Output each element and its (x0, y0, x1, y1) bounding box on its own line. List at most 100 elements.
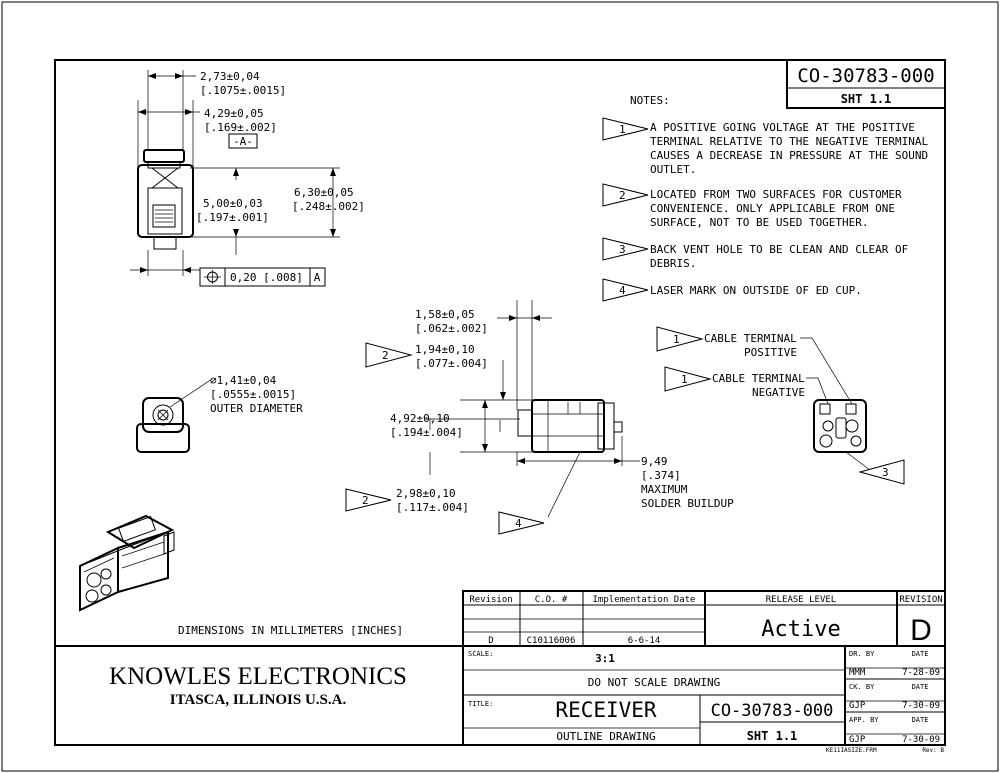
dr-by-label: DR. BY (849, 650, 875, 658)
note-1-line-1: A POSITIVE GOING VOLTAGE AT THE POSITIVE (650, 121, 915, 134)
feature-control-frame: 0,20 [.008] A (199, 267, 326, 287)
rev-header-revision: Revision (469, 595, 512, 605)
side-view: 2 1,58±0,05 [.062±.002] 1,94±0,10 [.077±… (345, 300, 734, 535)
note-3-line-2: DEBRIS. (650, 257, 696, 270)
note-2-line-3: SURFACE, NOT TO BE USED TOGETHER. (650, 216, 869, 229)
outer-diameter-label: OUTER DIAMETER (210, 402, 303, 415)
flag-1-positive (656, 326, 704, 352)
note-flag-4 (602, 278, 649, 302)
dim-2-98-inch: [.117±.004] (396, 501, 469, 514)
cable-positive-line-1: CABLE TERMINAL (704, 332, 797, 345)
part-number-box: CO-30783-000 SHT 1.1 (786, 59, 946, 109)
revision-letter: D (910, 614, 932, 647)
rev-header-date: Implementation Date (593, 595, 696, 605)
scale-label: SCALE: (468, 650, 493, 658)
dim-2-73: 2,73±0,04 (200, 70, 260, 83)
note-flag-2-number: 2 (619, 189, 626, 202)
dim-diameter-inch: [.0555±.0015] (210, 388, 296, 401)
dim-4-29-inch: [.169±.002] (204, 121, 277, 134)
note-flag-3-number: 3 (619, 243, 626, 256)
title-label: TITLE: (468, 700, 493, 708)
flag-1-positive-number: 1 (673, 333, 680, 346)
do-not-scale: DO NOT SCALE DRAWING (588, 676, 720, 689)
sheet-number: SHT 1.1 (841, 92, 892, 106)
app-date-label: DATE (912, 716, 929, 724)
flag-2-lower (345, 488, 392, 512)
app-date: 7-30-09 (902, 735, 940, 745)
rev-row-co: C10116006 (527, 636, 576, 646)
dim-5-00: 5,00±0,03 (203, 197, 263, 210)
title-part-number: CO-30783-000 (711, 701, 834, 721)
note-1-line-3: CAUSES A DECREASE IN PRESSURE AT THE SOU… (650, 149, 928, 162)
title-block: KNOWLES ELECTRONICS ITASCA, ILLINOIS U.S… (55, 645, 945, 745)
dim-9-49: 9,49 (641, 455, 668, 468)
drawing-title: RECEIVER (555, 698, 657, 722)
dim-1-94-inch: [.077±.004] (415, 357, 488, 370)
dim-1-94: 1,94±0,10 (415, 343, 475, 356)
flag-2-lower-number: 2 (362, 494, 369, 507)
flag-4-number: 4 (515, 517, 522, 530)
fcf-datum: A (314, 271, 321, 284)
notes-section: NOTES: 1 A POSITIVE GOING VOLTAGE AT THE… (602, 94, 929, 302)
dim-2-98: 2,98±0,10 (396, 487, 456, 500)
note-flag-2 (602, 183, 649, 207)
drawing-subtitle: OUTLINE DRAWING (556, 730, 655, 743)
note-1-line-4: OUTLET. (650, 163, 696, 176)
end-view: ∅1,41±0,04 [.0555±.0015] OUTER DIAMETER (136, 374, 303, 453)
revision-block: Revision C.O. # Implementation Date D C1… (462, 590, 946, 647)
ck-by-label: CK. BY (849, 683, 875, 691)
flag-3 (858, 459, 905, 485)
datum-a: -A- (233, 135, 253, 148)
units-note: DIMENSIONS IN MILLIMETERS [INCHES] (178, 624, 403, 637)
dim-1-58-inch: [.062±.002] (415, 322, 488, 335)
flag-4 (498, 511, 545, 535)
fcf-value: 0,20 [.008] (230, 271, 303, 284)
revision-label: REVISION (899, 595, 942, 605)
flag-3-number: 3 (882, 466, 889, 479)
dim-5-00-inch: [.197±.001] (196, 211, 269, 224)
company-name: KNOWLES ELECTRONICS (109, 663, 407, 690)
rev-row-date: 6-6-14 (628, 636, 661, 646)
dim-4-92: 4,92±0,10 (390, 412, 450, 425)
notes-heading: NOTES: (630, 94, 670, 107)
ck-by: GJP (849, 701, 866, 711)
dr-by: MMM (849, 668, 866, 678)
dim-6-30: 6,30±0,05 (294, 186, 354, 199)
ck-date: 7-30-09 (902, 701, 940, 711)
note-2-line-2: CONVENIENCE. ONLY APPLICABLE FROM ONE (650, 202, 895, 215)
dim-9-49-inch: [.374] (641, 469, 681, 482)
cable-positive-line-2: POSITIVE (744, 346, 797, 359)
release-level-label: RELEASE LEVEL (766, 595, 836, 605)
flag-1-negative (664, 366, 712, 392)
note-2-line-1: LOCATED FROM TWO SURFACES FOR CUSTOMER (650, 188, 902, 201)
flag-1-negative-number: 1 (681, 373, 688, 386)
dim-2-73-inch: [.1075±.0015] (200, 84, 286, 97)
rev-row-revision: D (488, 636, 493, 646)
dim-4-92-inch: [.194±.004] (390, 426, 463, 439)
dim-9-49-solder: SOLDER BUILDUP (641, 497, 734, 510)
form-rev: Rev: B (922, 747, 944, 754)
cable-negative-line-2: NEGATIVE (752, 386, 805, 399)
note-flag-1 (602, 117, 649, 141)
note-1-line-2: TERMINAL RELATIVE TO THE NEGATIVE TERMIN… (650, 135, 929, 148)
part-number: CO-30783-000 (797, 65, 934, 87)
release-level: Active (761, 617, 840, 642)
form-id: KE11IASIZE.FRM (826, 747, 877, 754)
app-by: GJP (849, 735, 866, 745)
note-3-line-1: BACK VENT HOLE TO BE CLEAN AND CLEAR OF (650, 243, 908, 256)
dr-date: 7-28-09 (902, 668, 940, 678)
front-view: 2,73±0,04 [.1075±.0015] 4,29±0,05 [.169±… (130, 70, 365, 287)
dim-diameter: ∅1,41±0,04 (210, 374, 277, 387)
flag-2-upper-number: 2 (382, 349, 389, 362)
dim-4-29: 4,29±0,05 (204, 107, 264, 120)
dr-date-label: DATE (912, 650, 929, 658)
note-flag-1-number: 1 (619, 123, 626, 136)
app-by-label: APP. BY (849, 716, 879, 724)
company-location: ITASCA, ILLINOIS U.S.A. (170, 692, 347, 708)
rear-view: 1 CABLE TERMINAL POSITIVE 1 CABLE TERMIN… (656, 326, 905, 485)
ck-date-label: DATE (912, 683, 929, 691)
cable-negative-line-1: CABLE TERMINAL (712, 372, 805, 385)
isometric-view (79, 514, 175, 612)
